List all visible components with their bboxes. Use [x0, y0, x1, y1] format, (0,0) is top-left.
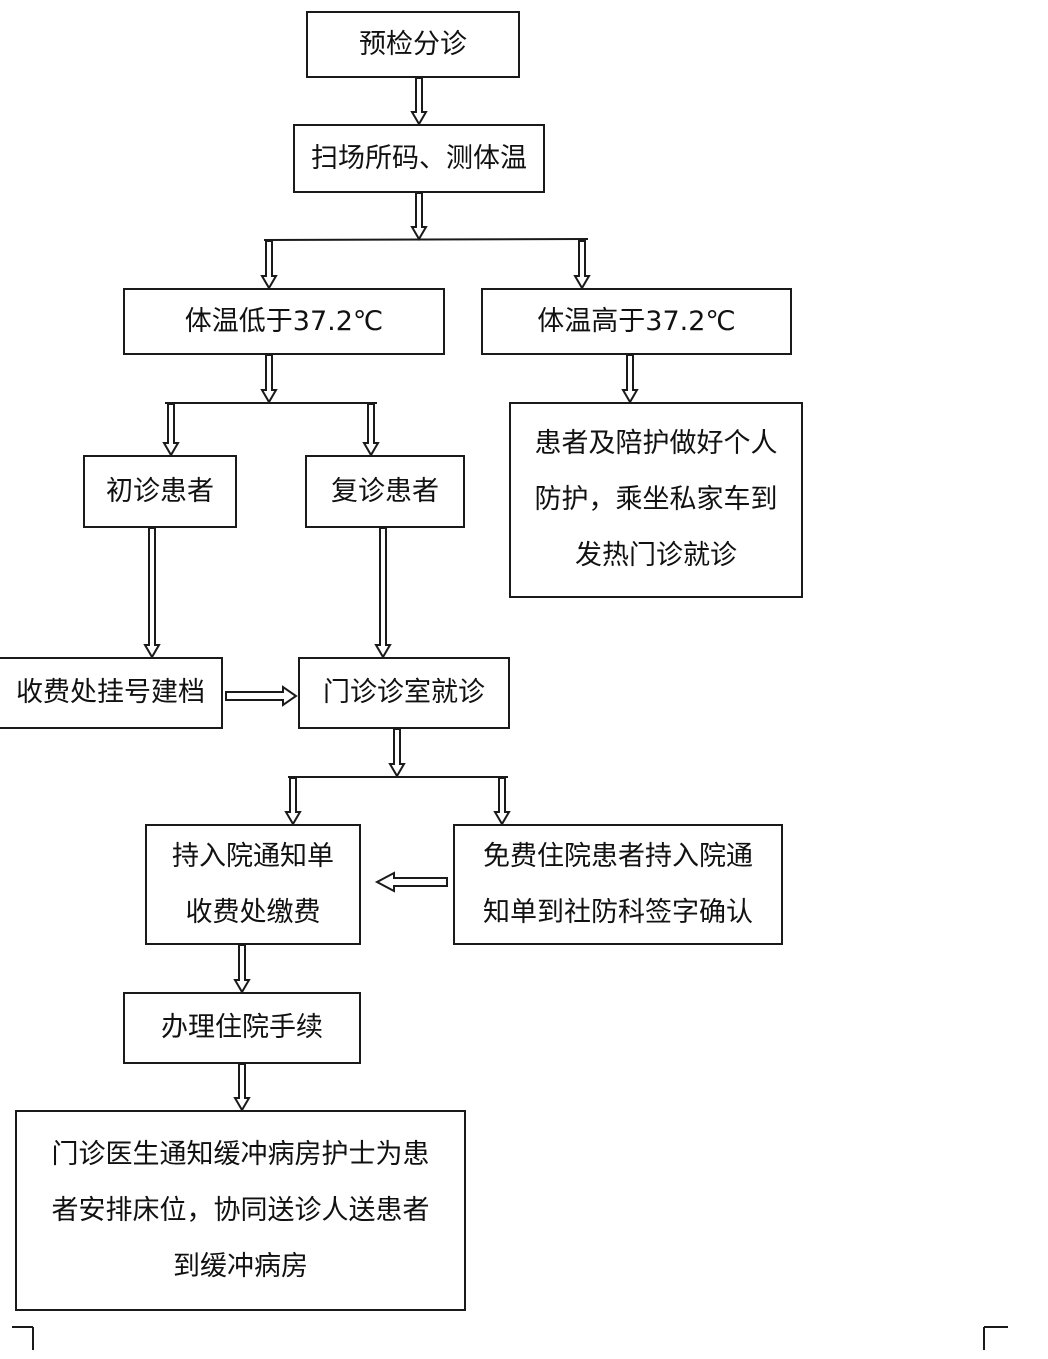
node-admission: 办理住院手续 — [123, 992, 361, 1064]
node-pay-line-2: 收费处缴费 — [185, 896, 321, 928]
node-fever-clinic-line-3: 发热门诊就诊 — [575, 540, 737, 571]
node-triage: 预检分诊 — [306, 11, 520, 78]
node-scan-temperature: 扫场所码、测体温 — [293, 124, 545, 193]
node-temp-high: 体温高于37.2℃ — [481, 288, 792, 355]
node-outpatient-label: 门诊诊室就诊 — [323, 677, 485, 708]
arrow-to-temp-low — [260, 240, 278, 290]
node-buffer-ward-line-1: 门诊医生通知缓冲病房护士为患 — [51, 1138, 430, 1170]
node-register: 收费处挂号建档 — [0, 657, 223, 729]
node-triage-label: 预检分诊 — [359, 28, 467, 60]
arrow-to-free-admission — [493, 777, 511, 826]
arrow-to-first-visit — [162, 403, 180, 457]
arrow-register-to-outpatient — [225, 685, 298, 707]
node-temp-low-label: 体温低于37.2℃ — [184, 305, 384, 337]
arrow-temp-low-to-branch — [260, 354, 278, 404]
node-buffer-ward-line-2: 者安排床位，协同送诊人送患者 — [51, 1194, 430, 1226]
node-first-visit: 初诊患者 — [83, 455, 237, 528]
node-revisit-label: 复诊患者 — [331, 475, 439, 507]
arrow-to-pay — [284, 777, 302, 826]
node-temp-high-label: 体温高于37.2℃ — [537, 305, 736, 337]
arrow-free-admission-to-pay — [374, 871, 448, 893]
node-fever-clinic-line-1: 患者及陪护做好个人 — [534, 428, 778, 459]
node-revisit: 复诊患者 — [305, 455, 465, 528]
arrow-scan-to-branch — [410, 192, 428, 241]
arrow-to-temp-high — [573, 240, 591, 290]
node-fever-clinic-line-2: 防护，乘坐私家车到 — [534, 484, 778, 515]
arrow-first-visit-to-register — [143, 527, 161, 659]
node-buffer-ward-line-3: 到缓冲病房 — [173, 1250, 308, 1282]
node-first-visit-label: 初诊患者 — [106, 475, 214, 507]
node-pay-line-1: 持入院通知单 — [172, 840, 334, 872]
arrow-admission-to-buffer — [233, 1063, 251, 1112]
node-free-admission-line-2: 知单到社防科签字确认 — [483, 896, 753, 928]
node-register-label: 收费处挂号建档 — [16, 677, 205, 708]
arrow-triage-to-scan — [410, 77, 428, 126]
node-free-admission: 免费住院患者持入院通 知单到社防科签字确认 — [453, 824, 783, 945]
node-free-admission-line-1: 免费住院患者持入院通 — [483, 840, 753, 872]
node-outpatient: 门诊诊室就诊 — [298, 657, 510, 729]
node-scan-temperature-label: 扫场所码、测体温 — [311, 142, 527, 174]
node-buffer-ward: 门诊医生通知缓冲病房护士为患 者安排床位，协同送诊人送患者 到缓冲病房 — [15, 1110, 466, 1311]
node-temp-low: 体温低于37.2℃ — [123, 288, 445, 355]
arrow-pay-to-admission — [233, 944, 251, 994]
node-admission-label: 办理住院手续 — [161, 1012, 323, 1043]
arrow-revisit-to-outpatient — [374, 527, 392, 659]
arrow-temp-high-to-fever — [621, 354, 639, 404]
arrow-outpatient-to-branch — [388, 728, 406, 778]
branch-line-temperature — [263, 238, 589, 241]
node-pay: 持入院通知单 收费处缴费 — [145, 824, 361, 945]
node-fever-clinic: 患者及陪护做好个人 防护，乘坐私家车到 发热门诊就诊 — [509, 402, 803, 598]
arrow-to-revisit — [362, 403, 380, 457]
